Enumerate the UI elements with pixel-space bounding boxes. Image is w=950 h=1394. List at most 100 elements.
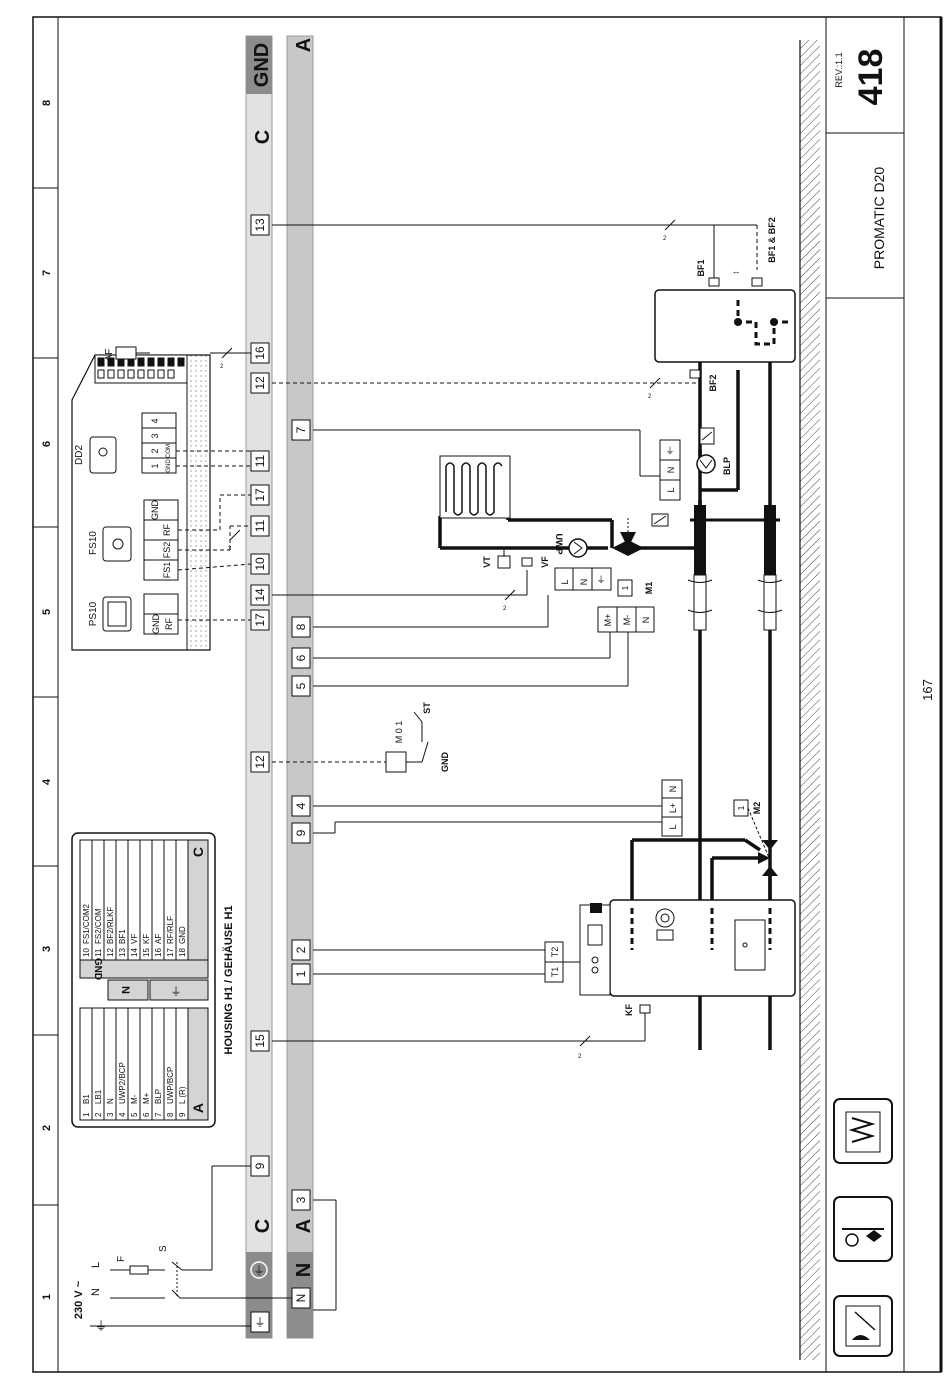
m01-label: M 0 1 (394, 721, 404, 744)
terminal-a-6: 6 (294, 654, 308, 661)
vt-label: VT (482, 556, 492, 568)
title-block: REV.:1.1 418 PROMATIC D20 (826, 17, 905, 1372)
m1-label: M1 (644, 582, 654, 595)
legend-c-row-number: 14 (130, 948, 139, 957)
dd2-device: DD2 1 2 3 4 GND COM (74, 412, 177, 474)
legend-a-row-number: 1 (82, 1112, 91, 1117)
dd2-sub-gnd: GND (166, 459, 172, 473)
legend-a-row-label: N (106, 1098, 115, 1104)
dd2-pin-4: 4 (150, 418, 160, 423)
m2-terminal: N L+ L 1 M2 (661, 779, 771, 861)
terminal-c-17: 17 (253, 613, 267, 627)
dd2-pin-2: 2 (150, 448, 160, 453)
legend-c-title: C (190, 847, 206, 857)
svg-text:2: 2 (648, 394, 652, 400)
ps10-label: PS10 (88, 601, 99, 626)
legend-c-row-number: 16 (154, 948, 163, 957)
legend-a-row-label: L (R) (178, 1086, 187, 1104)
terminal-a-4: 4 (294, 802, 308, 809)
blp-terminal: L N ⏚ (659, 439, 681, 501)
grid-number-3: 3 (41, 946, 53, 952)
legend-a-row-label: M- (130, 1094, 139, 1104)
terminal-a-1: 1 (294, 970, 308, 977)
ground-hatch (800, 40, 820, 1360)
boiler-terminal-t1-t2: T1 T2 (544, 941, 580, 983)
supply-n: N (90, 1288, 102, 1296)
grid-number-6: 6 (41, 441, 53, 447)
legend-c-row-label: FS2/COM (94, 908, 103, 944)
rail-a-wires (313, 429, 662, 975)
legend-n: N (119, 986, 131, 994)
grid-number-5: 5 (41, 609, 53, 615)
legend-a-row-number: 4 (118, 1112, 127, 1117)
page-number: 167 (920, 679, 935, 701)
m1-pin-mminus: M- (622, 615, 632, 626)
power-supply (90, 1165, 337, 1327)
grid-ruler (33, 187, 58, 1206)
product-name: PROMATIC D20 (871, 167, 887, 270)
mixing-valve-m1 (612, 518, 644, 556)
rail-a-terminals: 3 1 2 9 4 5 6 8 7 (291, 419, 311, 1211)
rail-gnd-label: GND (251, 43, 273, 87)
m2-label: M2 (752, 802, 762, 815)
legend-gnd: GND (92, 958, 103, 980)
blp-pump: BLP (696, 427, 732, 475)
terminal-earth: ⏚ (255, 1316, 266, 1329)
grid-number-1: 1 (41, 1294, 53, 1300)
uwp-pin-l: L (560, 579, 570, 584)
legend-a-row-number: 9 (178, 1112, 187, 1117)
blp-pin-n: N (666, 467, 676, 474)
svg-text:2: 2 (228, 546, 232, 552)
fs10-device: FS10 GND RF FS2 FS1 (88, 499, 179, 581)
terminal-c-10: 10 (253, 557, 267, 571)
fs10-pin-fs2: FS2 (162, 542, 172, 559)
legend-a-row-label: BLP (154, 1089, 163, 1104)
uwp-pin-earth: ⏚ (596, 575, 605, 585)
terminal-c-17b: 17 (253, 488, 267, 502)
terminal-c-12b: 12 (253, 376, 267, 390)
terminal-a-9: 9 (294, 829, 308, 836)
ps10-device: PS10 GND RF (88, 593, 179, 635)
blp-pin-l: L (666, 487, 676, 492)
check-valve (651, 513, 669, 527)
legend-a-row-number: 5 (130, 1112, 139, 1117)
legend-c-row-number: 17 (166, 948, 175, 957)
legend-c-row-label: VF (130, 934, 139, 944)
bf1-bf2-label: BF1 & BF2 (767, 217, 777, 263)
supply-earth-symbol: ⏚ (95, 1319, 107, 1333)
m2-pin-lplus: L+ (668, 803, 678, 813)
vf-sensor: VF (521, 556, 550, 568)
cable-counts: 22 22 22 (220, 236, 667, 1060)
m2-pin-l: L (668, 824, 678, 829)
legend-c-row-label: GND (178, 926, 187, 944)
bf2-label: BF2 (708, 374, 718, 391)
m1-pin-n: N (641, 617, 651, 624)
bf1-label: BF1 (696, 259, 706, 276)
icon-boiler-heater (833, 1295, 893, 1357)
svg-text:2: 2 (578, 1054, 582, 1060)
fs10-label: FS10 (88, 531, 99, 555)
diagram-number: 418 (852, 49, 890, 106)
ps10-pin-rf: RF (164, 618, 174, 630)
legend-a-title: A (190, 1103, 206, 1113)
legend-a-row-label: LB1 (94, 1089, 103, 1104)
uwp-pump: UWP (554, 534, 588, 558)
dd2-pin-1: 1 (150, 463, 160, 468)
uwp-pin-n: N (579, 579, 589, 586)
icon-pump-valve (833, 1196, 893, 1262)
svg-text:2: 2 (503, 606, 507, 612)
t1-label: T1 (550, 967, 560, 978)
terminal-n: N (294, 1294, 308, 1303)
blp-label: BLP (722, 457, 732, 475)
legend-a-row-label: UWP2/BCP (118, 1062, 127, 1104)
terminal-c-13: 13 (253, 218, 267, 232)
underfloor-heating (439, 455, 511, 519)
icon-storage-tank (833, 1098, 893, 1164)
legend-c-row-label: BF2/RLKF (106, 907, 115, 944)
rail-a-label-bottom: A (293, 1219, 315, 1233)
svg-text:2: 2 (220, 364, 224, 370)
blp-pin-earth: ⏚ (665, 446, 674, 456)
legend-a-row-label: UWP/BCP (166, 1067, 175, 1104)
m01-switch (385, 711, 429, 773)
uwp-terminal: L N ⏚ (554, 567, 612, 591)
